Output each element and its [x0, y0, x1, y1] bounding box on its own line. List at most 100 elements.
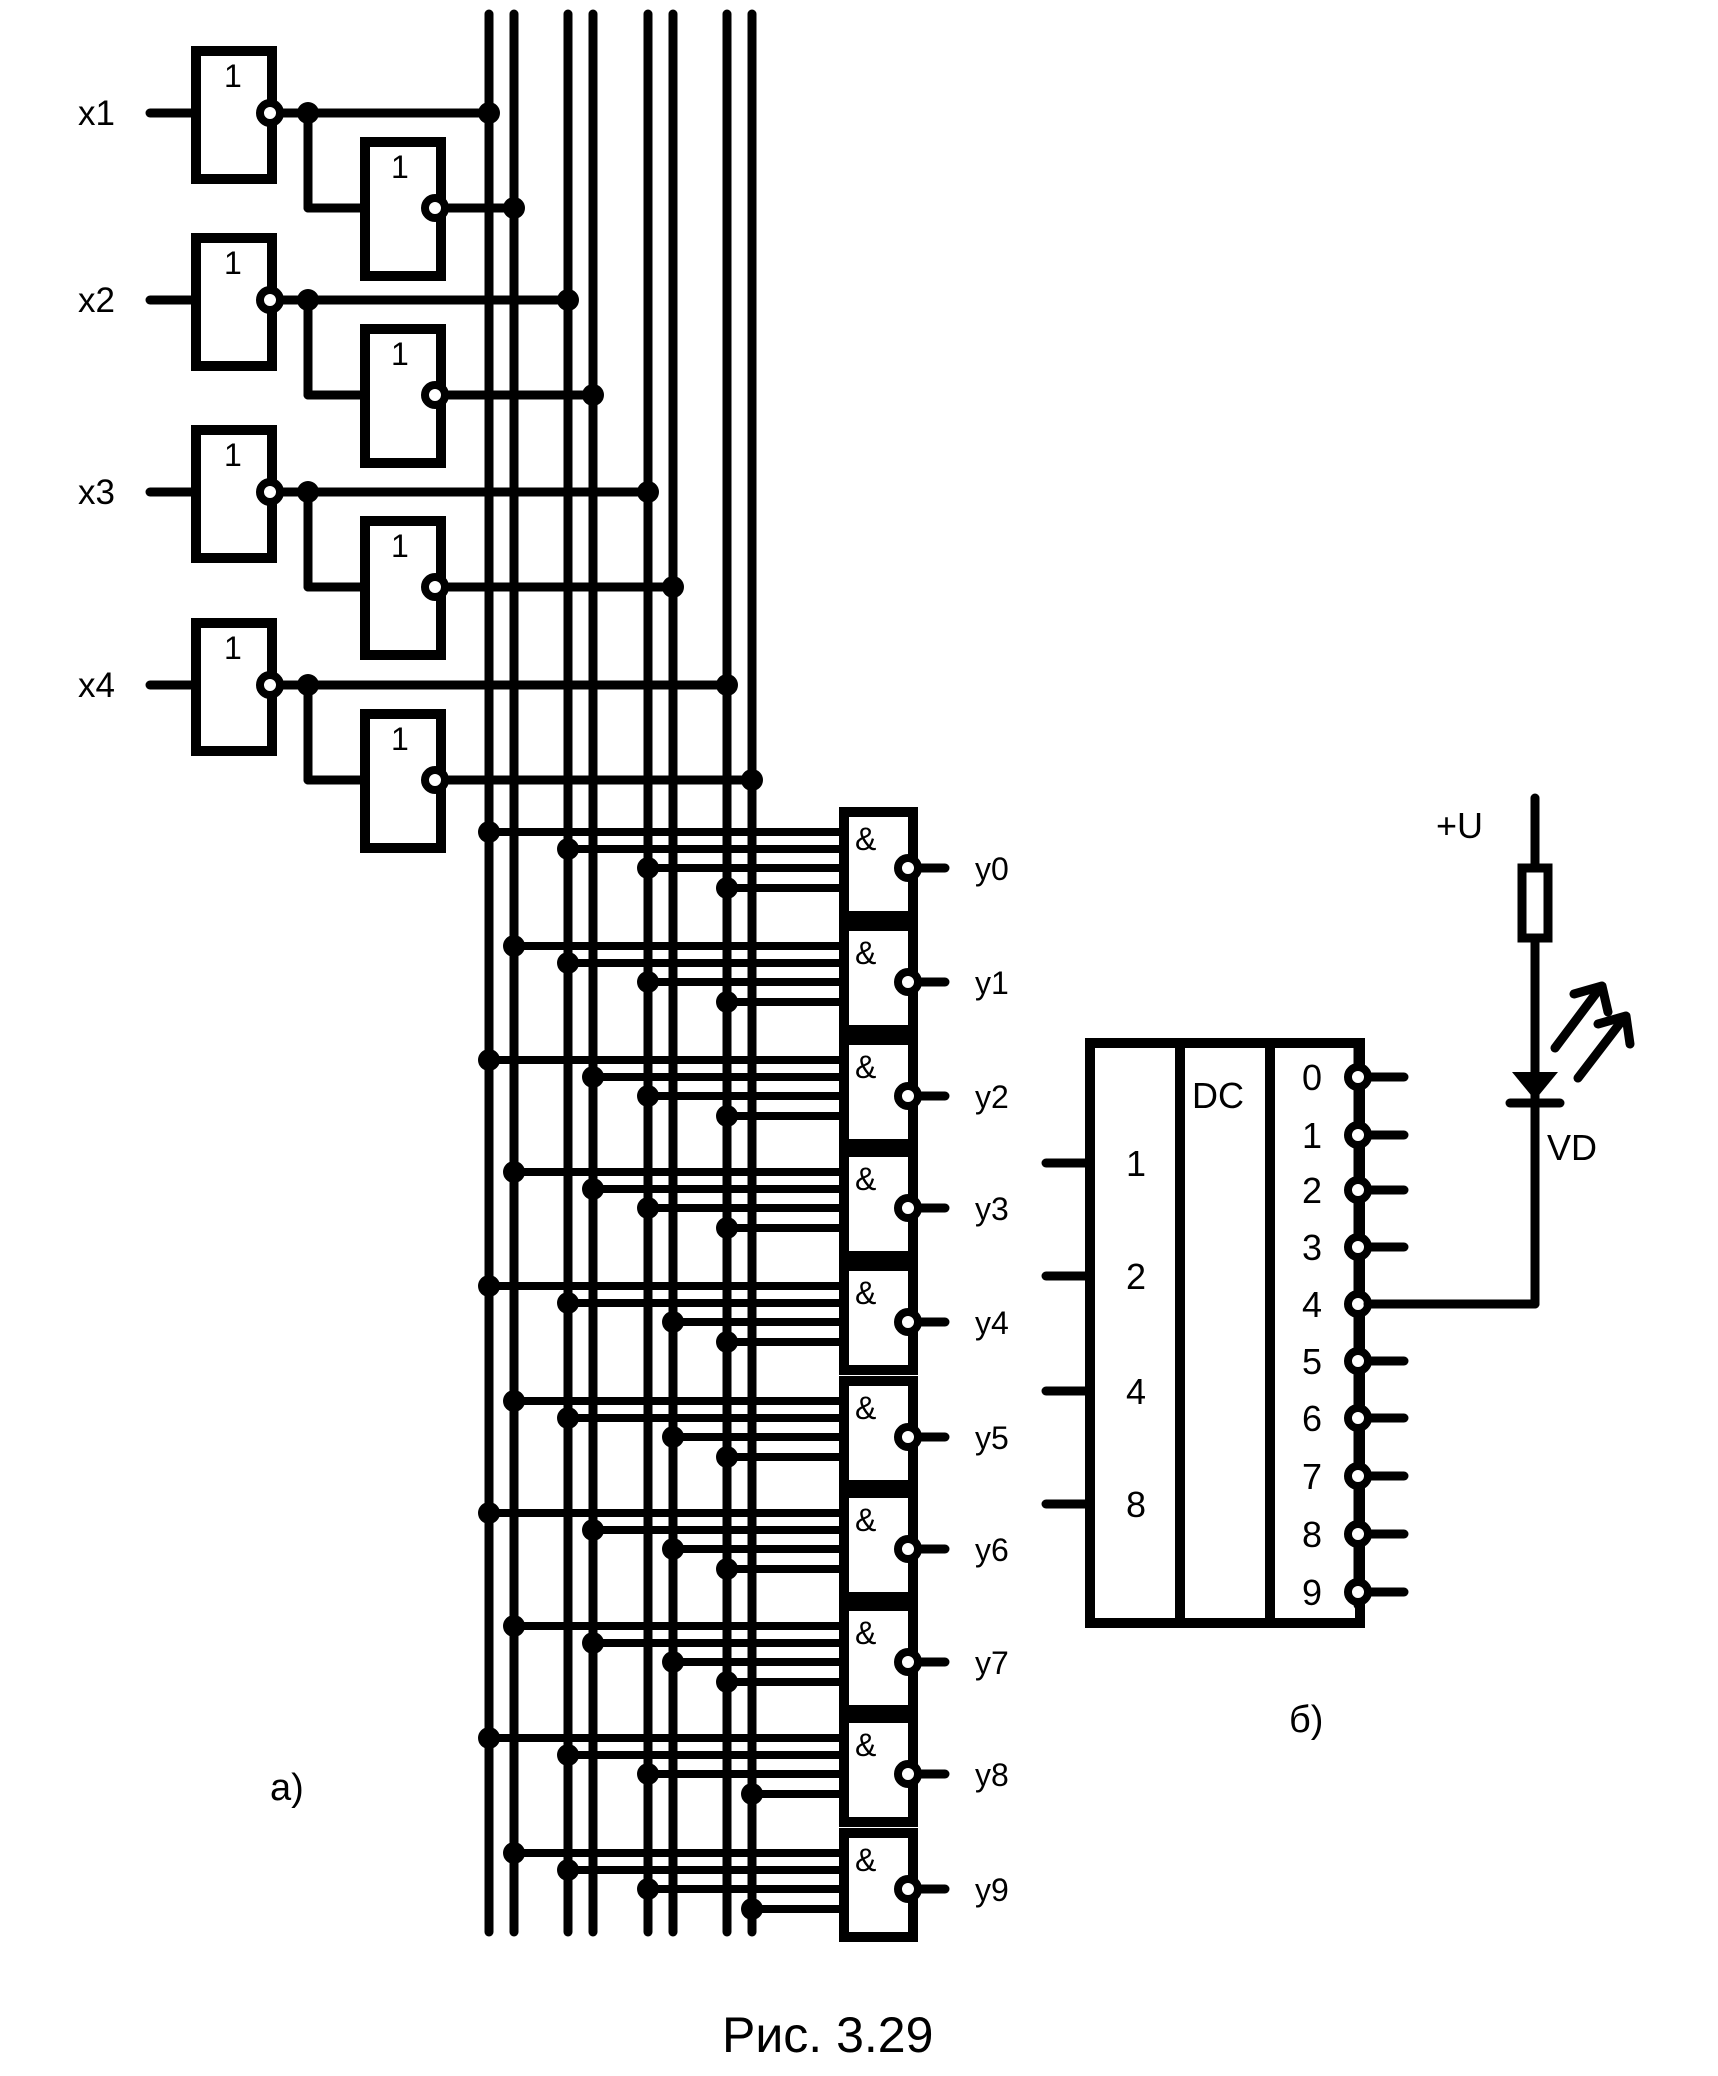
inverter-symbol: 1 [224, 630, 242, 666]
dc-output-number: 4 [1302, 1284, 1322, 1325]
dc-input-weight: 1 [1126, 1143, 1146, 1184]
nand-gate-y4: & y4 [478, 1261, 1009, 1375]
nand-gate-y7: & y7 [503, 1601, 1009, 1715]
inversion-bubble [256, 671, 284, 699]
bus-junction [503, 1390, 525, 1412]
inversion-bubble [421, 766, 449, 794]
inversion-bubble [894, 1875, 922, 1903]
bus-junction [637, 481, 659, 503]
inversion-bubble [894, 1535, 922, 1563]
inversion-bubble [894, 1308, 922, 1336]
bus-junction [741, 1898, 763, 1920]
bus-junction [557, 952, 579, 974]
inverter-symbol: 1 [224, 437, 242, 473]
nand-gate-y1: &y1 [503, 921, 1009, 1035]
dc-output-number: 7 [1302, 1456, 1322, 1497]
bus-junction [741, 769, 763, 791]
part-a-label: а) [270, 1767, 304, 1809]
dc-output-bubble [1344, 1520, 1372, 1548]
inversion-bubble [421, 573, 449, 601]
output-label: y6 [975, 1532, 1009, 1568]
dc-output-number: 8 [1302, 1514, 1322, 1555]
inversion-bubble [894, 1423, 922, 1451]
figure-caption: Рис. 3.29 [722, 2007, 933, 2063]
bus-junction [716, 1446, 738, 1468]
dc-output-number: 0 [1302, 1057, 1322, 1098]
output-label: y9 [975, 1872, 1009, 1908]
dc-output-number: 5 [1302, 1341, 1322, 1382]
dc-output-bubble [1344, 1347, 1372, 1375]
led-diode-triangle [1512, 1072, 1558, 1100]
inversion-bubble [894, 854, 922, 882]
bus-junction [582, 384, 604, 406]
bus-junction [503, 935, 525, 957]
led-label: VD [1547, 1127, 1597, 1168]
output-label: y7 [975, 1645, 1009, 1681]
inversion-bubble [894, 968, 922, 996]
bus-junction [716, 991, 738, 1013]
input-stage-x3: x3 1 1 [78, 425, 684, 660]
input-label: x1 [78, 94, 115, 133]
inversion-bubble [894, 1648, 922, 1676]
resistor [1517, 863, 1553, 943]
nand-symbol: & [855, 1502, 876, 1538]
part-a-gate-decoder: x111x211x311x411&y0&y1&y2&y3&y4&y5&y6&y7… [78, 9, 1009, 1942]
inverter-symbol: 1 [224, 58, 242, 94]
bus-junction [557, 289, 579, 311]
dc-chip-body [1085, 1038, 1365, 1628]
bus-junction [716, 674, 738, 696]
nand-gate-y3: &y3 [503, 1147, 1009, 1261]
bus-junction [716, 1558, 738, 1580]
nand-symbol: & [855, 1727, 876, 1763]
dc-output-bubble [1344, 1176, 1372, 1204]
bus-junction [637, 1085, 659, 1107]
dc-input-weight: 2 [1126, 1256, 1146, 1297]
nand-gate-y5: & y5 [503, 1376, 1009, 1490]
nand-symbol: & [855, 1390, 876, 1426]
dc-output-number: 9 [1302, 1572, 1322, 1613]
bus-junction [741, 1783, 763, 1805]
nand-symbol: & [855, 1842, 876, 1878]
light-emission-arrows [1550, 981, 1635, 1083]
inversion-bubble [256, 286, 284, 314]
output-label: y5 [975, 1420, 1009, 1456]
nand-symbol: & [855, 935, 876, 971]
bus-junction [637, 1763, 659, 1785]
dc-output-bubble [1344, 1121, 1372, 1149]
output-label: y8 [975, 1757, 1009, 1793]
dc-input-weight: 4 [1126, 1371, 1146, 1412]
supply-label: +U [1436, 805, 1483, 846]
emission-arrow-head [1569, 981, 1613, 1017]
bus-junction [557, 838, 579, 860]
bus-junction [478, 102, 500, 124]
bus-junction [637, 971, 659, 993]
output-label: y4 [975, 1305, 1009, 1341]
emission-arrow [1573, 1013, 1629, 1083]
dc-output-number: 2 [1302, 1170, 1322, 1211]
dc-output-bubble [1344, 1063, 1372, 1091]
inversion-bubble [256, 99, 284, 127]
output-label: y3 [975, 1191, 1009, 1227]
inversion-bubble [256, 478, 284, 506]
bus-junction [662, 576, 684, 598]
bus-junction [503, 1161, 525, 1183]
nand-symbol: & [855, 1615, 876, 1651]
bus-junction [716, 1105, 738, 1127]
inversion-bubble [894, 1082, 922, 1110]
part-b-label: б) [1289, 1699, 1323, 1741]
bus-junction [478, 1275, 500, 1297]
input-label: x4 [78, 666, 115, 705]
inverter-symbol: 1 [391, 336, 409, 372]
input-label: x3 [78, 473, 115, 512]
bus-junction [662, 1311, 684, 1333]
nand-symbol: & [855, 1275, 876, 1311]
bus-junction [557, 1407, 579, 1429]
nand-gate-y0: &y0 [478, 807, 1009, 921]
inverter-symbol: 1 [391, 528, 409, 564]
output-label: y0 [975, 851, 1009, 887]
dc-output-number: 1 [1302, 1115, 1322, 1156]
